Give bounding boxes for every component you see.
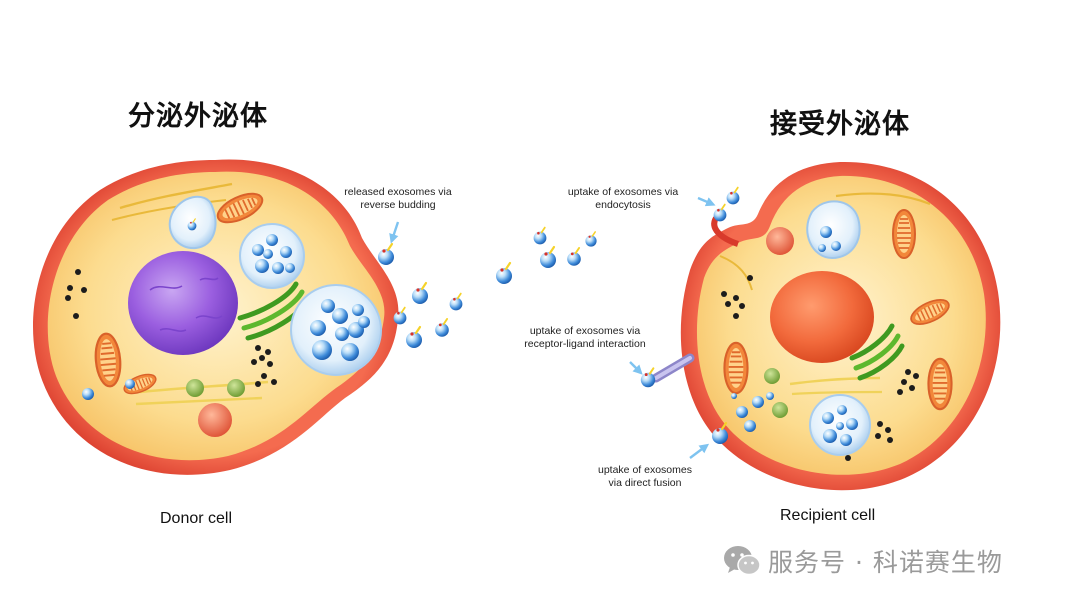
donor-granules	[65, 269, 277, 387]
exosome	[766, 392, 774, 400]
er-fibre	[135, 396, 263, 406]
er-fibre	[835, 192, 931, 206]
exosome	[376, 242, 396, 267]
exosome	[712, 203, 728, 223]
exosome	[410, 281, 430, 306]
er-fibre	[719, 255, 753, 291]
exosome	[566, 247, 582, 267]
er-fibre	[789, 376, 881, 386]
annotation-line: via direct fusion	[608, 477, 682, 489]
exosome	[736, 406, 748, 418]
arrow-release	[389, 221, 400, 244]
donor-mvb-upper	[239, 223, 305, 289]
annotation-line: endocytosis	[595, 199, 651, 211]
exosome	[725, 186, 741, 206]
exosome	[82, 388, 94, 400]
mitochondrion	[927, 357, 953, 411]
annotation-release: released exosomes via reverse budding	[318, 186, 478, 212]
exosome	[538, 245, 558, 270]
annotation-fusion: uptake of exosomes via direct fusion	[570, 464, 720, 490]
exosome	[752, 396, 764, 408]
recipient-title: 接受外泌体	[770, 109, 910, 140]
annotation-line: receptor-ligand interaction	[524, 338, 646, 350]
recipient-nucleus	[770, 271, 874, 363]
exosome	[434, 318, 450, 338]
exosome	[639, 367, 657, 389]
annotation-line: released exosomes via	[344, 186, 452, 198]
annotation-line: uptake of exosomes via	[567, 186, 679, 198]
exosome	[731, 393, 737, 399]
donor-title: 分泌外泌体	[128, 101, 268, 132]
lysosome	[766, 227, 794, 255]
recipient-mvb	[809, 394, 871, 456]
er-fibre	[119, 182, 233, 210]
er-fibre	[111, 199, 227, 221]
annotation-line: uptake of exosomes via	[529, 325, 641, 337]
vesicle	[186, 379, 204, 397]
arrow-receptor	[629, 361, 643, 375]
annotation-endocytosis: uptake of exosomes via endocytosis	[548, 186, 698, 212]
arrow-endocytosis	[697, 196, 716, 207]
recipient-cell	[651, 161, 1001, 491]
exosome	[831, 241, 841, 251]
donor-mvb-budding	[290, 284, 382, 376]
vesicle	[772, 402, 788, 418]
vesicle	[764, 368, 780, 384]
exosome	[494, 261, 514, 286]
recipient-golgi	[849, 323, 905, 381]
recipient-endosome	[806, 200, 861, 260]
annotation-line: uptake of exosomes	[598, 464, 692, 476]
watermark: 服务号 · 科诺赛生物	[722, 541, 1003, 581]
exosome	[448, 292, 464, 312]
exosome	[584, 231, 598, 248]
donor-cell-label: Donor cell	[160, 510, 233, 527]
receptor	[651, 353, 695, 383]
wechat-icon	[724, 546, 761, 576]
watermark-text: 服务号 · 科诺赛生物	[768, 548, 1003, 577]
arrow-fusion	[689, 443, 710, 459]
exosome	[404, 325, 424, 350]
exosome	[125, 379, 135, 389]
donor-nucleus	[128, 251, 238, 355]
exosome	[820, 226, 832, 238]
exosome	[744, 420, 756, 432]
recipient-granules	[721, 275, 919, 461]
recipient-cell-label: Recipient cell	[780, 507, 876, 524]
annotation-line: reverse budding	[360, 199, 436, 211]
donor-cell	[33, 159, 399, 475]
exosome	[532, 226, 548, 246]
annotation-receptor: uptake of exosomes via receptor-ligand i…	[500, 325, 670, 351]
pointer-arrows	[389, 196, 716, 459]
mitochondrion	[723, 341, 749, 395]
mitochondrion	[892, 209, 916, 259]
lysosome	[198, 403, 232, 437]
endocytosis-pit	[711, 216, 740, 247]
exosome	[818, 244, 826, 252]
er-fibre	[791, 390, 883, 396]
vesicle	[227, 379, 245, 397]
